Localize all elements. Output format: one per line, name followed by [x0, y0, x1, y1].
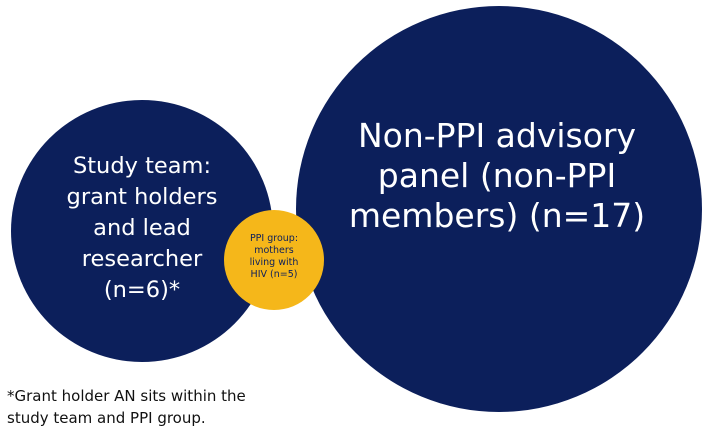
study-team-label: Study team: grant holders and lead resea… [66, 152, 218, 303]
footnote: *Grant holder AN sits within the study t… [7, 387, 246, 427]
ppi-group-label: PPI group: mothers living with HIV (n=5) [249, 233, 299, 280]
non-ppi-advisory-panel-label: Non-PPI advisory panel (non-PPI members)… [348, 116, 646, 235]
non-ppi-advisory-panel-circle: Non-PPI advisory panel (non-PPI members)… [296, 6, 702, 412]
ppi-group-circle: PPI group: mothers living with HIV (n=5) [224, 210, 324, 310]
study-team-circle: Study team: grant holders and lead resea… [11, 100, 273, 362]
